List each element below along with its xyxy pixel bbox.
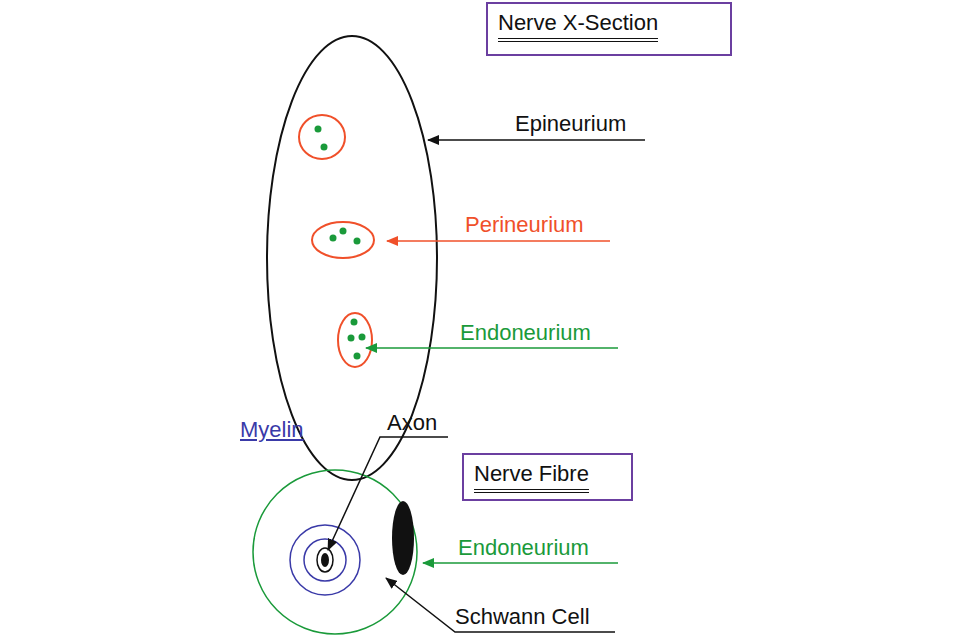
leader-arrow (387, 240, 610, 242)
part-label: Endoneurium (458, 535, 589, 561)
myelin-ring (304, 539, 346, 581)
myelin-ring (290, 525, 360, 595)
leader-arrow (386, 578, 615, 632)
epineurium-outline (267, 36, 437, 480)
box-title: Nerve X-Section (498, 10, 658, 42)
endoneurium-circle (253, 470, 417, 634)
perineurium-outline (338, 313, 372, 367)
part-label: Endoneurium (460, 320, 591, 346)
fibre-dots (315, 126, 366, 360)
leader-arrow (366, 347, 618, 349)
part-label: Perineurium (465, 212, 584, 238)
title-box: Nerve Fibre (462, 453, 633, 501)
schwann-cell (392, 501, 414, 575)
leader-arrow (328, 437, 448, 550)
part-label: Axon (387, 410, 437, 436)
axon-ring (317, 548, 333, 572)
leader-arrow (428, 139, 645, 141)
leader-arrow (423, 562, 618, 564)
perineurium-outline (299, 115, 345, 159)
perineurium-outline (312, 222, 374, 258)
part-label: Epineurium (515, 111, 626, 137)
box-title: Nerve Fibre (474, 461, 589, 493)
axon-core (321, 553, 329, 567)
part-label: Myelin (240, 417, 304, 443)
title-box: Nerve X-Section (486, 2, 732, 56)
part-label: Schwann Cell (455, 604, 590, 630)
